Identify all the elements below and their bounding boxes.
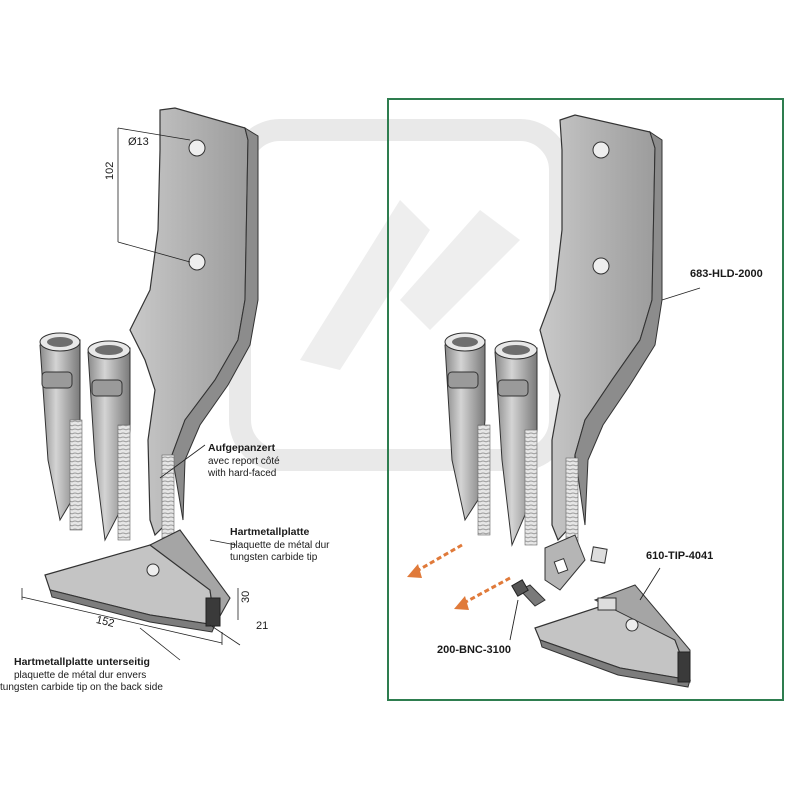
hardfaced-label-fr: avec report côté [208,456,280,467]
part-number-bolt: 200-BNC-3100 [437,644,511,656]
carbide-tip-label-de: Hartmetallplatte [230,526,310,538]
wear-tip [44,529,231,633]
carbide-tip-label-en: tungsten carbide tip [230,552,318,563]
leader-lines [509,287,701,641]
carbide-tip-label-fr: plaquette de métal dur [230,540,330,551]
carbide-back-label-en: tungsten carbide tip on the back side [0,682,163,693]
tip-width-label: 21 [256,620,269,632]
shank-plate [129,107,259,546]
tip-part [534,584,691,688]
part-number-holder: 683-HLD-2000 [690,268,763,280]
tip-height-label: 30 [240,590,252,603]
explode-arrows [414,543,511,606]
carbide-back-label-fr: plaquette de métal dur envers [14,670,147,681]
hardfaced-label-en: with hard-faced [208,468,277,479]
bolt-part [511,546,608,607]
tubes-right [444,332,538,547]
hardfaced-label-de: Aufgepanzert [208,442,276,454]
hole-diameter-label: Ø13 [128,136,149,148]
part-number-tip: 610-TIP-4041 [646,550,714,562]
dimension-lines [21,127,241,661]
hole-spacing-label: 102 [104,161,116,180]
seed-tubes [39,332,131,542]
carbide-back-label-de: Hartmetallplatte unterseitig [14,656,150,668]
holder-part [539,114,663,591]
